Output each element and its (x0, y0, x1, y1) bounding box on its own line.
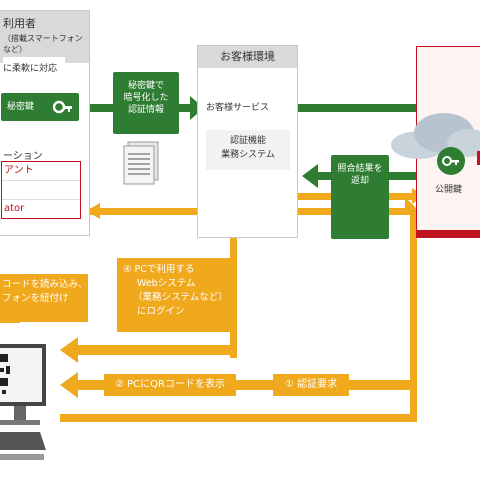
orange-vertical-right (410, 210, 417, 422)
auth-system-line: 認証機能 (229, 136, 266, 146)
step4-line: にログイン (137, 306, 185, 317)
encrypted-line: 秘密鍵で (127, 81, 164, 91)
return-line: 照合結果を (337, 164, 383, 174)
orange-arrow-pc-1 (60, 337, 237, 363)
customer-panel: お客様環境 お客様サービス 認証機能 業務システム (197, 45, 298, 238)
return-line: 返却 (350, 176, 369, 186)
step4-line: Webシステム (137, 278, 196, 289)
user-panel-subtitle: （搭載スマートフォンなど） (3, 34, 83, 54)
secret-key-box: 秘密鍵 (1, 93, 79, 121)
user-panel: 利用者 （搭載スマートフォンなど） に柔軟に対応 秘密鍵 ーション アント at… (0, 10, 90, 236)
auth-system-box: 認証機能 業務システム (206, 130, 290, 170)
customer-service-label: お客様サービス (206, 103, 270, 113)
key-icon (52, 97, 73, 117)
cloud-panel: 公開鍵 (391, 46, 480, 238)
user-panel-flex-text: に柔軟に対応 (3, 57, 65, 74)
step4-line: ④ PCで利用する (123, 264, 195, 275)
cloud-icon (389, 105, 480, 165)
list-item: アント (2, 162, 80, 181)
orange-line-to-cloud (235, 193, 417, 200)
user-panel-title: 利用者 (3, 17, 36, 30)
step4-line: （業務システムなど） (133, 292, 228, 303)
customer-panel-header: お客様環境 (198, 46, 297, 68)
secret-key-label: 秘密鍵 (7, 102, 35, 112)
pc-icon (0, 340, 56, 470)
orange-line-step1 (60, 414, 417, 422)
user-panel-header: 利用者 （搭載スマートフォンなど） に柔軟に対応 (0, 11, 89, 74)
green-arrow-to-cloud (296, 96, 474, 120)
step2-label: ② PCにQRコードを表示 (115, 379, 225, 390)
orange-arrowhead-user (86, 203, 100, 219)
encrypted-line: 暗号化した (123, 93, 169, 103)
encrypted-credential-box: 秘密鍵で 暗号化した 認証情報 (113, 72, 179, 134)
list-item: ator (4, 203, 25, 214)
public-key-label: 公開鍵 (435, 185, 463, 195)
step1-box: ① 認証要求 (273, 374, 349, 396)
encrypted-line: 認証情報 (127, 105, 164, 115)
cloud-red-mark (477, 151, 480, 165)
step2-box: ② PCにQRコードを表示 (104, 374, 236, 396)
step4-box: ④ PCで利用する Webシステム （業務システムなど） にログイン (117, 258, 237, 332)
qr-link-line: フォンを紐付け (2, 293, 69, 304)
auth-system-line: 業務システム (221, 150, 275, 160)
qr-link-line: コードを読み込み、 (2, 279, 88, 290)
return-result-box: 照合結果を 返却 (331, 155, 389, 239)
list-item (2, 181, 80, 200)
orange-arrowhead-step1 (405, 197, 418, 210)
app-list: アント ator (1, 161, 81, 219)
section-label: ーション (3, 151, 43, 162)
step1-label: ① 認証要求 (284, 379, 338, 390)
public-key-icon (437, 147, 465, 175)
orange-arrow-pc-2 (60, 372, 415, 398)
qr-link-box: コードを読み込み、 フォンを紐付け (0, 274, 88, 322)
document-icon (122, 140, 166, 188)
